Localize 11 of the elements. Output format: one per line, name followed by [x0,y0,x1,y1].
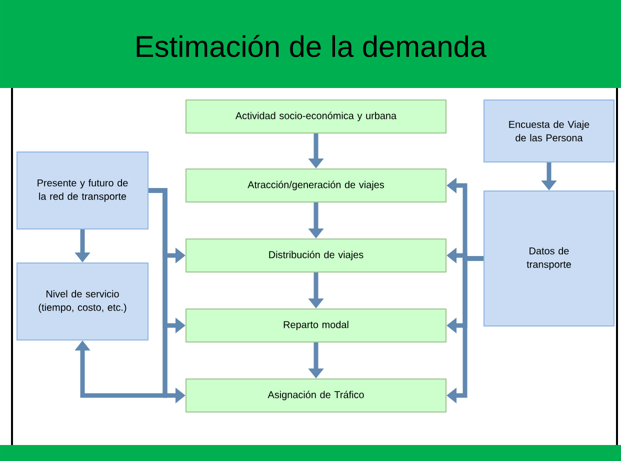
arrow [74,188,168,398]
process-box: Distribución de viajes [186,238,446,272]
data-box: Nivel de servicio (tiempo, costo, etc.) [16,262,148,340]
process-box: Atracción/generación de viajes [186,168,446,202]
data-box: Presente y futuro de la red de transporte [16,152,148,230]
title: Estimación de la demanda [136,34,487,58]
process-box: Reparto modal [186,308,446,342]
process-box: Actividad socio-económica y urbana [186,100,446,134]
data-box: Encuesta de Viaje de las Persona [484,100,614,162]
process-box: Asignación de Tráfico [186,378,446,412]
data-box: Datos de transporte [484,190,614,326]
